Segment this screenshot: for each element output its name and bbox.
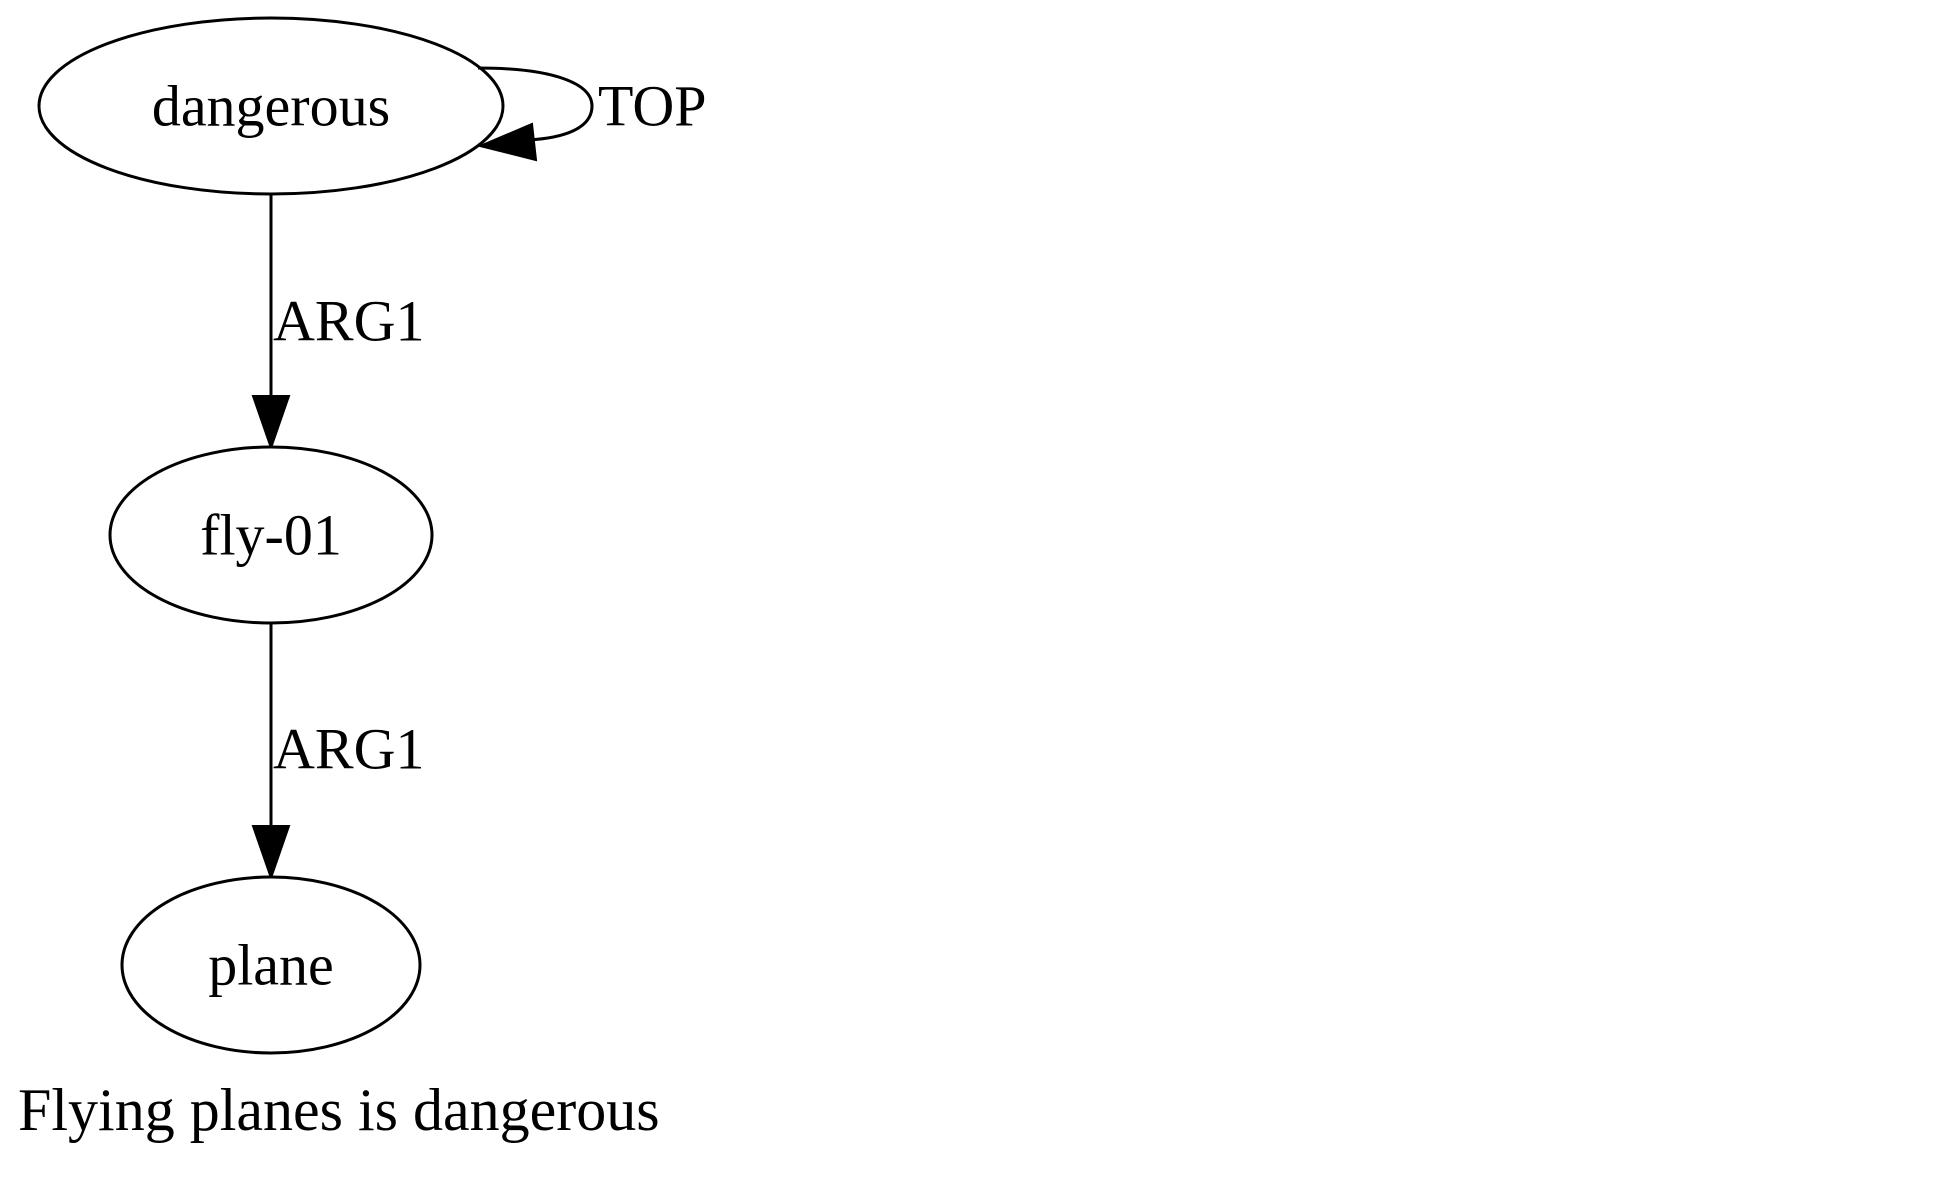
- node-fly-01: fly-01: [108, 445, 434, 625]
- node-fly-01-label: fly-01: [200, 503, 342, 568]
- node-dangerous: dangerous: [37, 16, 505, 196]
- edge-top-arrowhead: [476, 122, 538, 162]
- edge-top-self-loop: TOP: [476, 66, 707, 162]
- node-dangerous-label: dangerous: [152, 74, 390, 139]
- edge-top-label: TOP: [598, 74, 707, 139]
- edge-fly-to-plane: ARG1: [251, 623, 424, 882]
- edge-top-line: [477, 66, 594, 142]
- edge-dangerous-fly-label: ARG1: [273, 289, 424, 354]
- edge-dangerous-fly-arrowhead: [251, 395, 291, 452]
- edge-fly-plane-label: ARG1: [273, 717, 424, 782]
- edge-fly-plane-arrowhead: [251, 825, 291, 882]
- node-plane-label: plane: [208, 933, 334, 998]
- diagram-caption: Flying planes is dangerous: [18, 1077, 660, 1143]
- edge-dangerous-to-fly: ARG1: [251, 194, 424, 452]
- node-plane-shape: [120, 875, 422, 1055]
- node-plane: plane: [120, 875, 422, 1055]
